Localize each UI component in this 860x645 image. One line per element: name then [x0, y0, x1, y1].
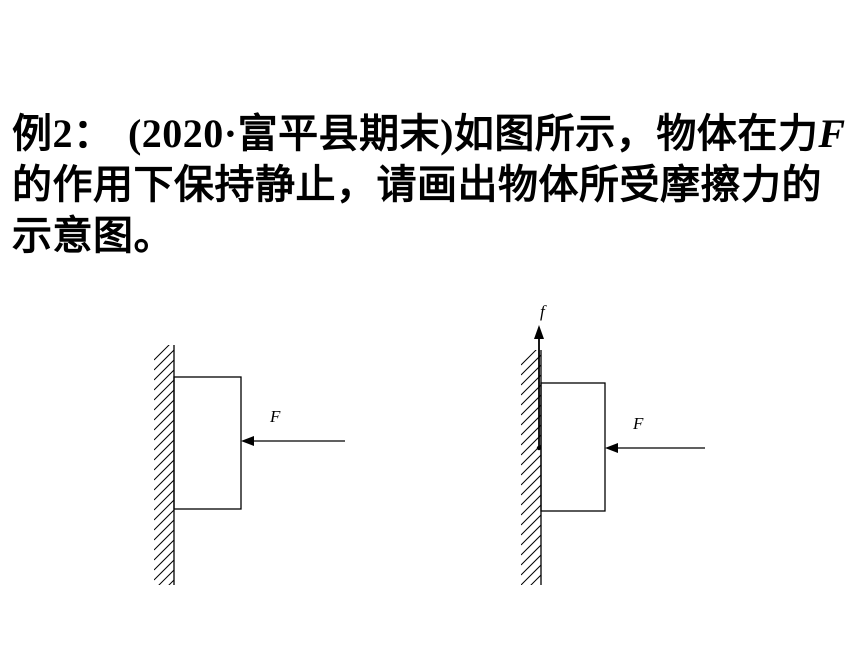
- force-label: F: [632, 414, 644, 433]
- friction-arrowhead: [534, 325, 544, 339]
- force-symbol: F: [818, 111, 846, 156]
- question-body-part1: 如图所示，物体在力: [453, 110, 819, 157]
- friction-label: f: [540, 302, 547, 321]
- force-arrowhead: [605, 443, 618, 453]
- question-body-part2: 的作用下保持静止，请画出物体所受摩擦力的示意图。: [12, 161, 822, 259]
- figure-left: F: [154, 345, 345, 585]
- figure-right: f F: [521, 302, 705, 585]
- friction-origin-dot: [536, 445, 542, 451]
- question-text: 例2： (2020·富平县期末)如图所示，物体在力F 的作用下保持静止，请画出物体…: [12, 108, 852, 261]
- example-number: 例2：: [12, 111, 114, 156]
- block: [173, 376, 242, 510]
- force-arrowhead: [241, 436, 254, 446]
- question-source: (2020·富平县期末): [127, 111, 454, 156]
- wall-hatching: [521, 350, 541, 585]
- block: [540, 382, 606, 512]
- force-label: F: [269, 407, 281, 426]
- wall-hatching: [154, 345, 174, 585]
